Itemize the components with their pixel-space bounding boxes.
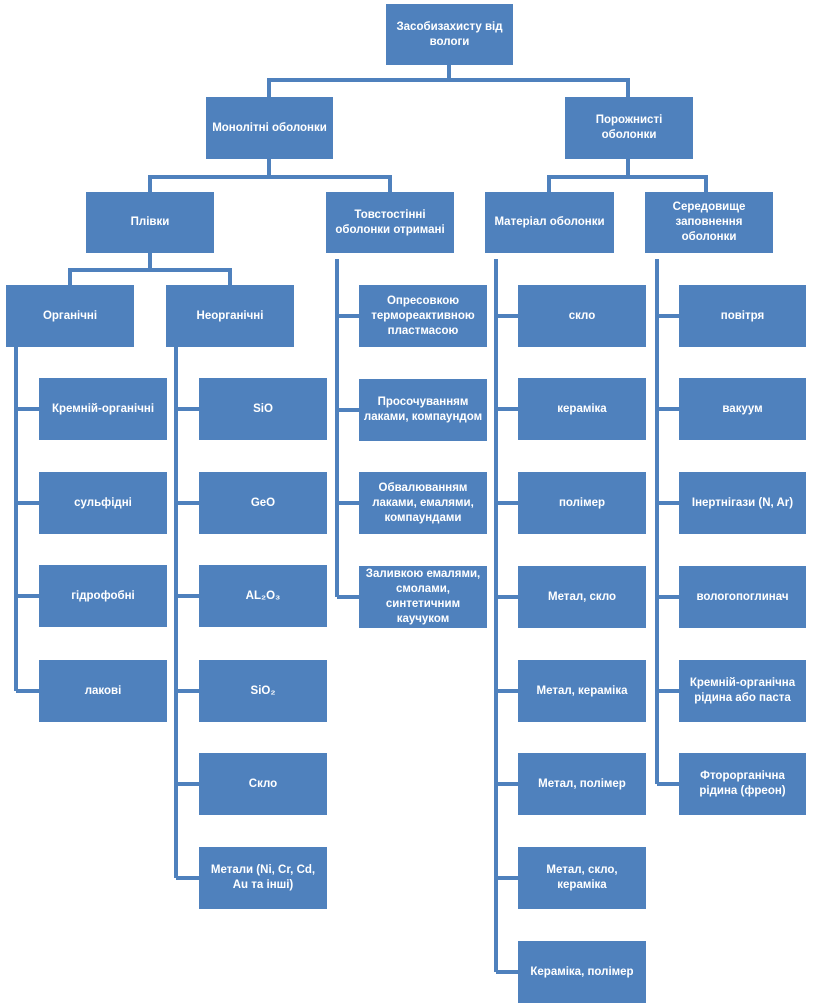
thick-shell-item-label: Просочуванням лаками, компаундом — [363, 396, 483, 423]
thick-shell-item: Просочуванням лаками, компаундом — [359, 379, 487, 441]
shell-material-label: Матеріал оболонки — [494, 216, 605, 228]
inorganic-item-label: AL₂O₃ — [245, 589, 281, 602]
inorganic-item: AL₂O₃ — [199, 565, 327, 627]
organic-item-label: Кремній-органічні — [51, 402, 155, 415]
material-item-label: Метал, полімер — [538, 777, 626, 790]
inorganic-item: SiO₂ — [199, 660, 327, 722]
inorganic-item: Метали (Ni, Cr, Cd, Au та інші) — [199, 847, 327, 909]
thick-shell-item: Опресовкою термореактивною пластмасою — [359, 285, 487, 347]
organic-item: сульфідні — [39, 472, 167, 534]
thick-shell-item: Заливкою емалями, смолами, синтетичним к… — [359, 566, 487, 628]
thick-shell-item-label: Заливкою емалями, смолами, синтетичним к… — [365, 568, 481, 625]
inorganic-item-label: SiO₂ — [250, 684, 276, 697]
organic-item: гідрофобні — [39, 565, 167, 627]
material-item-label: Кераміка, полімер — [530, 965, 634, 978]
filling-item-label: Інертнігази (N, Ar) — [691, 496, 794, 509]
root-node: Засобизахисту від вологи — [386, 4, 513, 65]
organic-item-label: гідрофобні — [71, 589, 135, 602]
material-item-label: полімер — [558, 496, 606, 509]
monolithic-label: Монолітні оболонки — [212, 121, 327, 134]
inorganic-item-label: SiO — [253, 402, 273, 415]
material-item-label: Метал, скло — [547, 590, 617, 603]
organic-label: Органічні — [42, 309, 98, 322]
filling-item: Інертнігази (N, Ar) — [679, 472, 806, 534]
inorganic-node: Неорганічні — [166, 285, 294, 347]
material-item: Кераміка, полімер — [518, 941, 646, 1003]
organic-item: Кремній-органічні — [39, 378, 167, 440]
thick-shells-label: Товстостінні оболонки отримані — [335, 208, 445, 236]
thick-shell-item: Обвалюванням лаками, емалями, компаундам… — [359, 472, 487, 534]
inorganic-item-label: Скло — [248, 777, 278, 790]
films-label: Плівки — [130, 216, 170, 228]
inorganic-item-label: GeO — [250, 496, 276, 509]
material-item-label: скло — [568, 309, 596, 322]
material-item: скло — [518, 285, 646, 347]
inorganic-item: GeO — [199, 472, 327, 534]
organic-item: лакові — [39, 660, 167, 722]
material-item-label: Метал, скло, кераміка — [546, 864, 618, 891]
thick-shell-item-label: Опресовкою термореактивною пластмасою — [371, 294, 475, 337]
filling-item: Кремній-органічна рідина або паста — [679, 660, 806, 722]
filling-item: Фторорганічна рідина (фреон) — [679, 753, 806, 815]
monolithic-node: Монолітні оболонки — [206, 97, 333, 159]
inorganic-label: Неорганічні — [196, 309, 264, 322]
inorganic-item: Скло — [199, 753, 327, 815]
filling-item-label: вакуум — [722, 402, 763, 415]
filling-item: повітря — [679, 285, 806, 347]
material-item: кераміка — [518, 378, 646, 440]
hollow-label: Порожнисті оболонки — [595, 114, 663, 141]
filling-item: вакуум — [679, 378, 806, 440]
films-node: Плівки — [86, 192, 214, 253]
material-item-label: Метал, кераміка — [536, 684, 628, 697]
filling-item-label: повітря — [720, 309, 765, 322]
material-item: Метал, кераміка — [518, 660, 646, 722]
hollow-node: Порожнисті оболонки — [565, 97, 693, 159]
material-item: полімер — [518, 472, 646, 534]
organic-item-label: сульфідні — [74, 496, 132, 509]
root-label: Засобизахисту від вологи — [396, 20, 503, 48]
filling-item-label: вологопоглинач — [696, 590, 789, 603]
filling-medium-label: Середовище заповнення оболонки — [672, 201, 746, 243]
inorganic-item: SiO — [199, 378, 327, 440]
shell-material-node: Матеріал оболонки — [485, 192, 614, 253]
filling-medium-node: Середовище заповнення оболонки — [645, 192, 773, 253]
material-item: Метал, скло, кераміка — [518, 847, 646, 909]
filling-item-label: Фторорганічна рідина (фреон) — [699, 770, 786, 797]
filling-item: вологопоглинач — [679, 566, 806, 628]
organic-item-label: лакові — [84, 684, 122, 697]
organic-node: Органічні — [6, 285, 134, 347]
inorganic-item-label: Метали (Ni, Cr, Cd, Au та інші) — [210, 864, 316, 891]
material-item: Метал, полімер — [518, 753, 646, 815]
filling-item-label: Кремній-органічна рідина або паста — [689, 677, 796, 704]
material-item-label: кераміка — [557, 402, 607, 415]
thick-shells-node: Товстостінні оболонки отримані — [326, 192, 454, 253]
thick-shell-item-label: Обвалюванням лаками, емалями, компаундам… — [372, 481, 474, 524]
material-item: Метал, скло — [518, 566, 646, 628]
